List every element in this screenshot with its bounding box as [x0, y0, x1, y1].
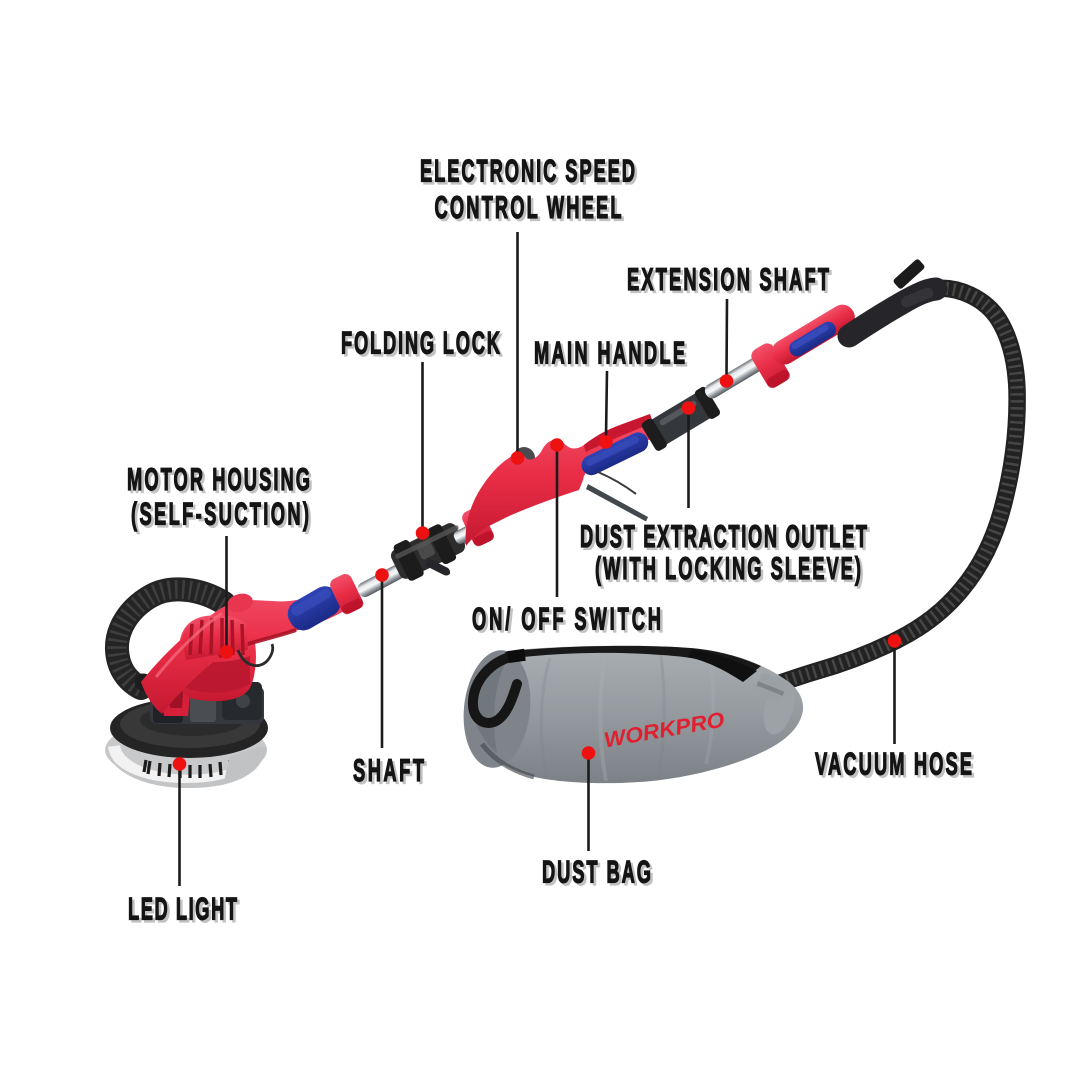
svg-text:ELECTRONIC SPEED: ELECTRONIC SPEED [422, 155, 637, 191]
svg-text:LED LIGHT: LED LIGHT [128, 891, 237, 927]
svg-text:ELECTRONIC SPEED: ELECTRONIC SPEED [420, 153, 635, 189]
svg-text:(SELF-SUCTION): (SELF-SUCTION) [133, 498, 311, 534]
svg-text:EXTENSION SHAFT: EXTENSION SHAFT [627, 261, 829, 297]
svg-text:(SELF-SUCTION): (SELF-SUCTION) [131, 496, 309, 532]
svg-text:FOLDING LOCK: FOLDING LOCK [344, 327, 503, 363]
svg-text:CONTROL WHEEL: CONTROL WHEEL [435, 189, 622, 225]
svg-text:DUST EXTRACTION OUTLET: DUST EXTRACTION OUTLET [583, 520, 870, 556]
svg-text:DUST EXTRACTION OUTLET: DUST EXTRACTION OUTLET [580, 518, 867, 554]
svg-text:EXTENSION SHAFT: EXTENSION SHAFT [629, 263, 831, 299]
svg-text:LED LIGHT: LED LIGHT [130, 893, 239, 929]
svg-text:VACUUM HOSE: VACUUM HOSE [817, 748, 974, 784]
svg-text:(WITH LOCKING SLEEVE): (WITH LOCKING SLEEVE) [595, 550, 861, 586]
svg-text:VACUUM HOSE: VACUUM HOSE [815, 746, 972, 782]
svg-text:DUST BAG: DUST BAG [542, 854, 651, 890]
svg-text:SHAFT: SHAFT [356, 754, 427, 790]
svg-text:(WITH LOCKING SLEEVE): (WITH LOCKING SLEEVE) [598, 552, 864, 588]
svg-text:SHAFT: SHAFT [353, 752, 424, 788]
svg-text:ON/ OFF SWITCH: ON/ OFF SWITCH [472, 601, 661, 637]
svg-text:DUST BAG: DUST BAG [544, 856, 653, 892]
svg-text:MAIN HANDLE: MAIN HANDLE [534, 335, 685, 371]
svg-text:FOLDING LOCK: FOLDING LOCK [341, 325, 500, 361]
svg-text:MAIN HANDLE: MAIN HANDLE [536, 337, 687, 373]
svg-text:MOTOR HOUSING: MOTOR HOUSING [127, 461, 310, 497]
